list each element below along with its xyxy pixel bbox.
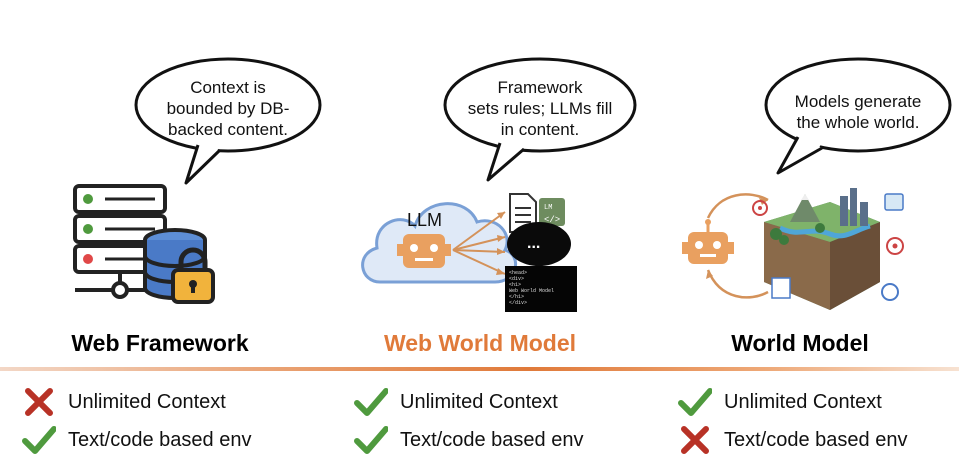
cross-icon bbox=[25, 388, 53, 416]
feature-row: Unlimited Context bbox=[354, 386, 558, 418]
ellipsis-text: ... bbox=[527, 235, 540, 252]
svg-text:</>: </> bbox=[544, 215, 560, 225]
speech-bubble: Context is bounded by DB- backed content… bbox=[128, 55, 328, 195]
check-icon bbox=[22, 426, 56, 454]
code-snippet: <head> <div> <h1> Web World Model </h1> … bbox=[509, 270, 557, 306]
column-title: Web World Model bbox=[383, 330, 577, 356]
feature-label: Unlimited Context bbox=[68, 390, 226, 413]
column-web-framework: Context is bounded by DB- backed content… bbox=[0, 0, 322, 454]
speech-bubble: Framework sets rules; LLMs fill in conte… bbox=[440, 55, 640, 195]
section-divider bbox=[0, 367, 959, 371]
feature-label: Text/code based env bbox=[724, 428, 908, 451]
server-database-lock-icon bbox=[73, 184, 215, 304]
check-icon bbox=[354, 388, 388, 416]
feature-label: Unlimited Context bbox=[400, 390, 558, 413]
svg-text:LM: LM bbox=[544, 204, 552, 212]
feature-row: Text/code based env bbox=[354, 424, 583, 456]
bubble-text: Context is bounded by DB- backed content… bbox=[166, 78, 290, 139]
world-robot-icon bbox=[682, 188, 904, 310]
llm-cloud-robot-icon: LLM LM </> ... <head> <div> <h1> Web Wor… bbox=[361, 193, 577, 312]
feature-label: Unlimited Context bbox=[724, 390, 882, 413]
feature-label: Text/code based env bbox=[68, 428, 252, 451]
cross-icon bbox=[681, 426, 709, 454]
feature-row: Unlimited Context bbox=[22, 386, 226, 418]
check-icon bbox=[354, 426, 388, 454]
feature-row: Text/code based env bbox=[678, 424, 907, 456]
column-world-model: Models generate the whole world. bbox=[640, 0, 959, 454]
column-web-world-model: Framework sets rules; LLMs fill in conte… bbox=[320, 0, 640, 454]
bubble-text: Framework sets rules; LLMs fill in conte… bbox=[467, 78, 613, 139]
speech-bubble: Models generate the whole world. bbox=[758, 55, 958, 195]
bubble-text: Models generate the whole world. bbox=[794, 92, 922, 132]
feature-label: Text/code based env bbox=[400, 428, 584, 451]
llm-label: LLM bbox=[407, 210, 442, 230]
column-title: World Model bbox=[731, 330, 869, 356]
column-title: Web Framework bbox=[71, 330, 249, 356]
feature-row: Unlimited Context bbox=[678, 386, 882, 418]
check-icon bbox=[678, 388, 712, 416]
feature-row: Text/code based env bbox=[22, 424, 251, 456]
